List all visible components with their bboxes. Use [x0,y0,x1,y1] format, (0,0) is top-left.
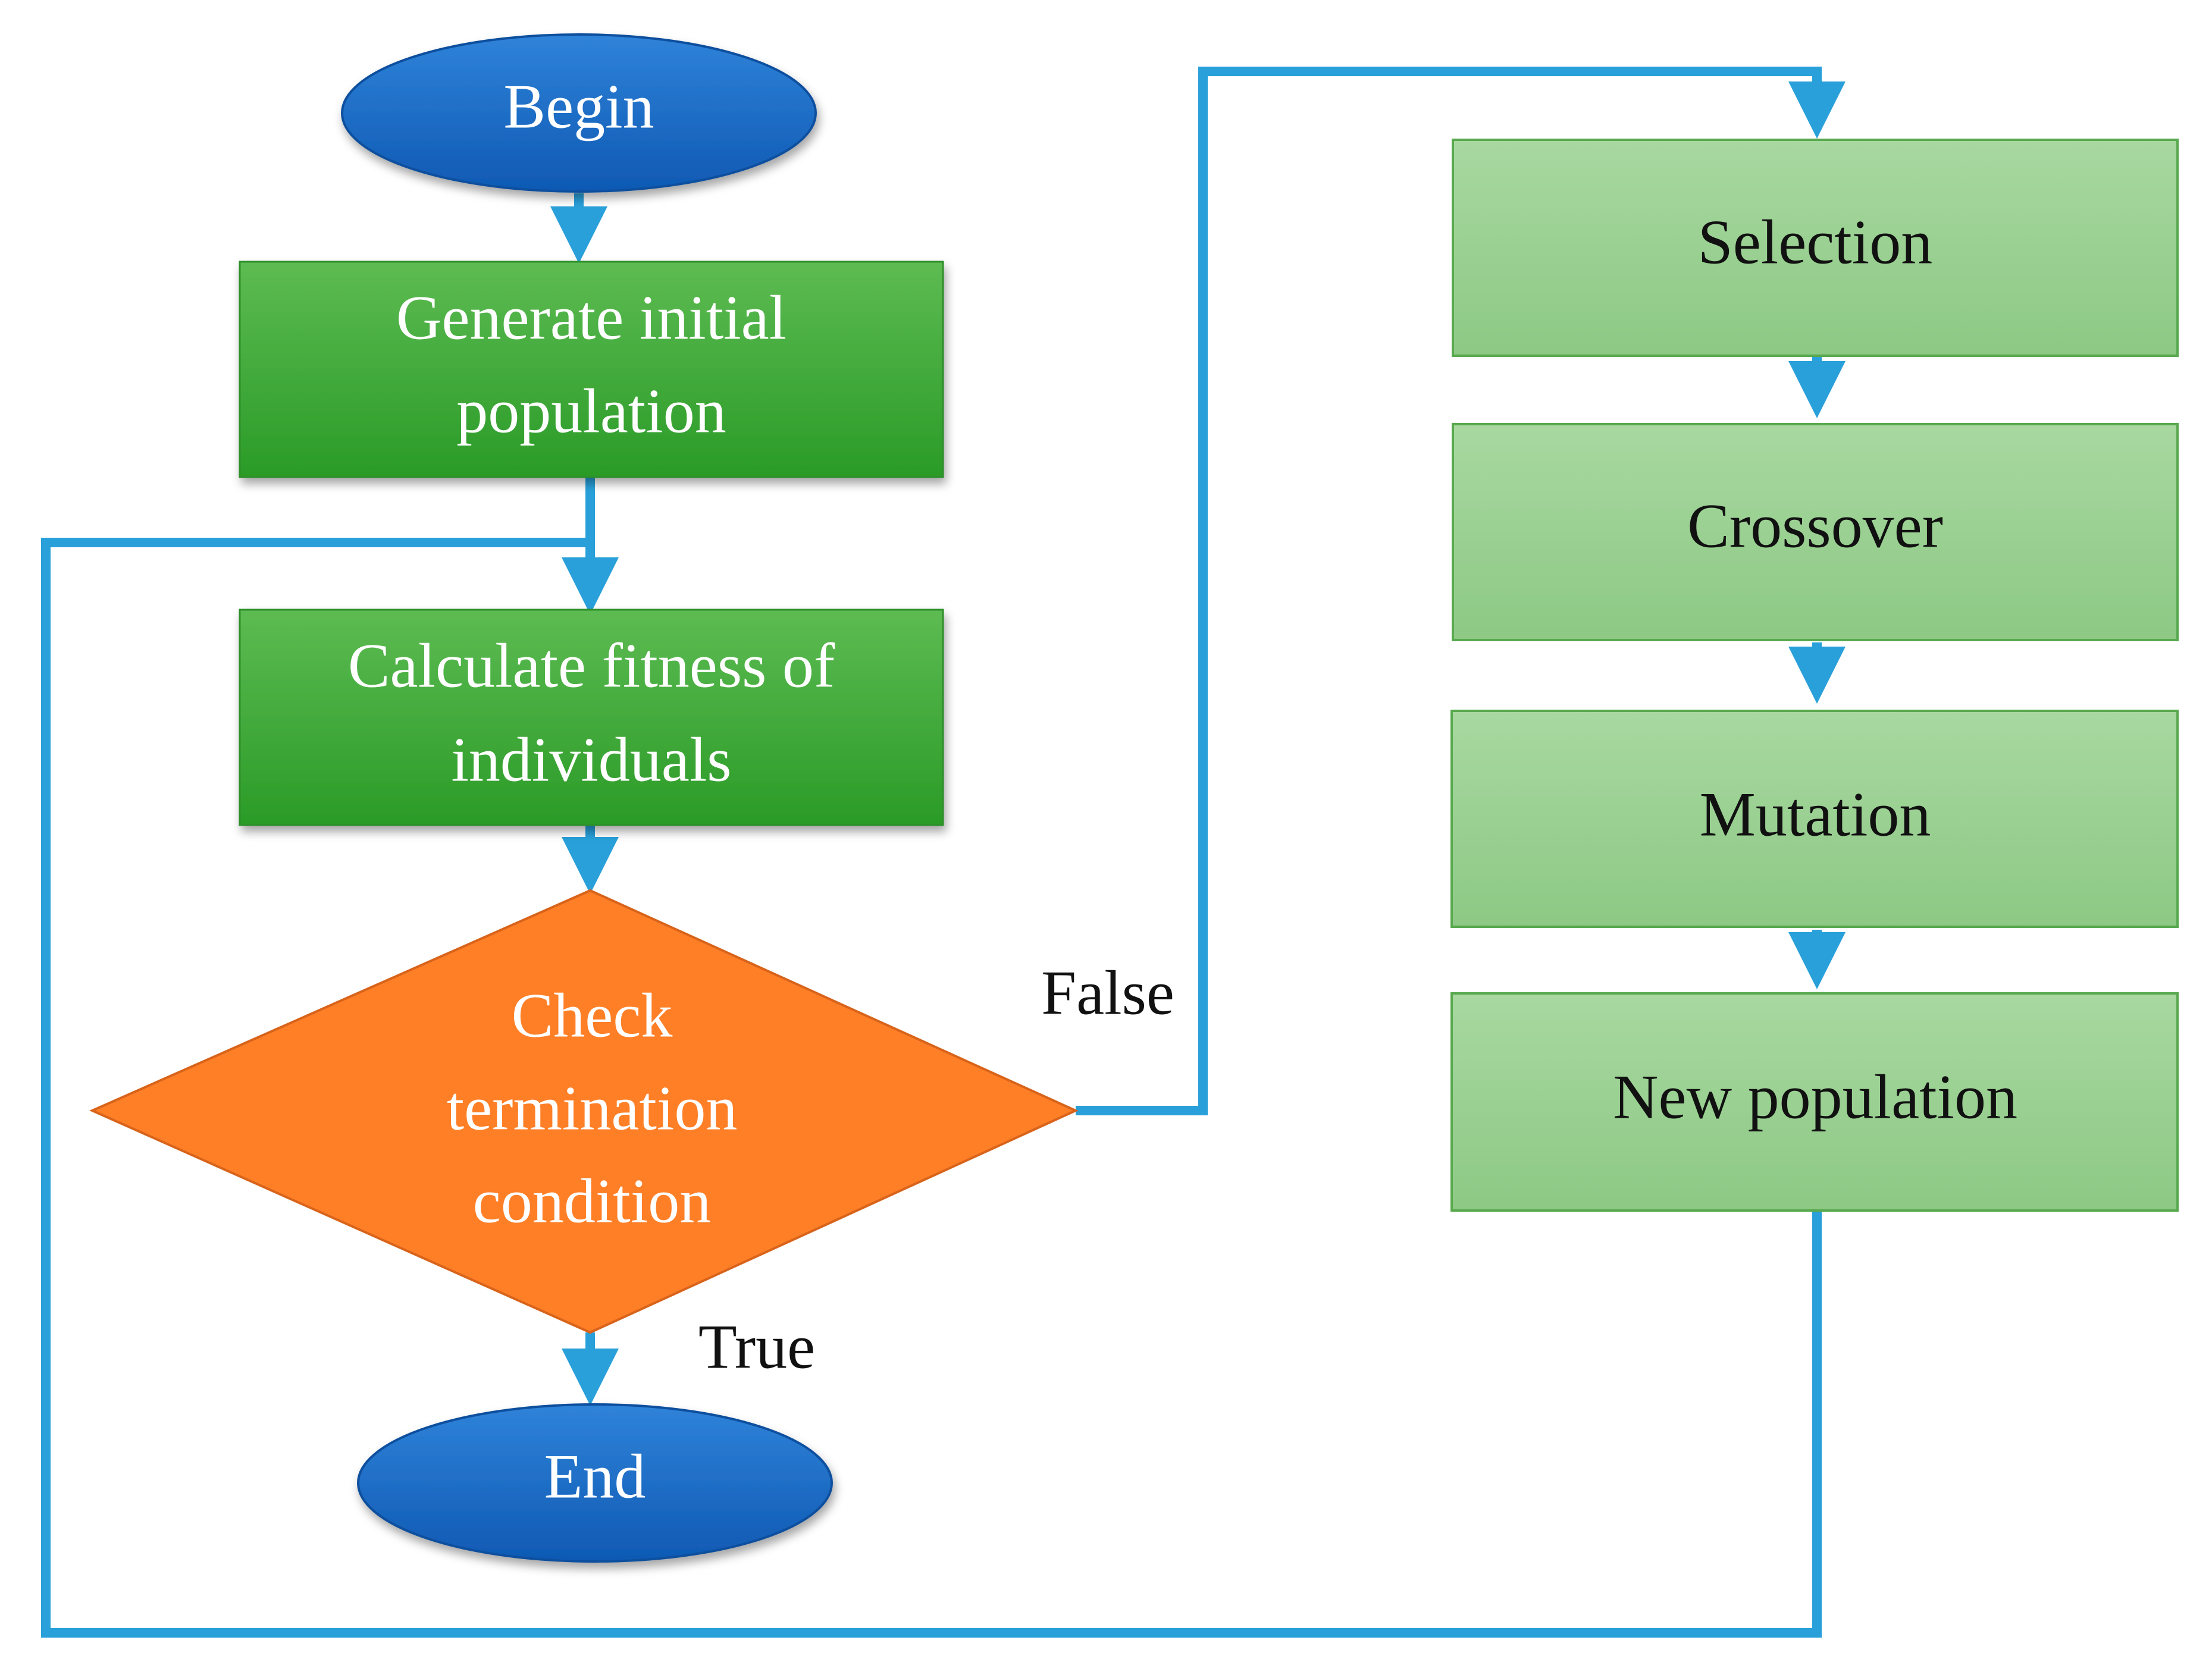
generate-label-line-2: population [456,376,726,446]
mutation-label: Mutation [1700,779,1931,849]
selection-label: Selection [1698,207,1932,277]
generate-population-box [239,261,944,478]
mutation-box [1450,710,2179,928]
begin-node [341,33,817,193]
crossover-box [1452,423,2179,641]
check-termination-diamond [89,889,1079,1334]
true-label: True [698,1312,815,1381]
selection-box [1452,139,2179,357]
begin-label: Begin [503,71,654,141]
connector-new-population-loop [41,538,1822,1638]
crossover-label: Crossover [1687,491,1943,560]
end-label: End [544,1441,646,1511]
calculate-label-line-2: individuals [451,725,731,794]
calculate-label-line-1: Calculate fitness of [348,631,835,700]
end-node [357,1403,833,1563]
calculate-fitness-box [239,609,944,826]
check-label-line-1: Check [512,980,673,1050]
check-label-line-3: condition [473,1166,711,1235]
new-population-box [1450,992,2179,1212]
connectors [41,67,1846,1638]
generate-label-line-1: Generate initial [396,283,787,352]
connector-check-to-selection [1076,67,1846,1115]
check-label-line-2: termination [447,1073,738,1143]
new-population-label: New population [1613,1062,2017,1131]
false-label: False [1041,958,1174,1027]
